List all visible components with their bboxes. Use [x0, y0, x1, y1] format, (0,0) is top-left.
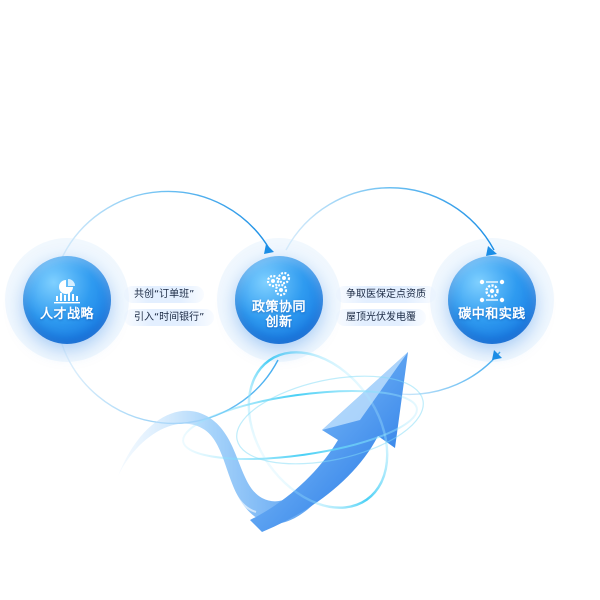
tag-order-class: 共创“订单班” [124, 286, 205, 303]
node-label-line2: 创新 [265, 314, 293, 330]
node-label: 碳中和实践 [458, 307, 526, 322]
halo-ring [182, 390, 418, 460]
node-carbon-neutral: 碳中和实践 [448, 256, 536, 344]
tag-rooftop-solar: 屋顶光伏发电覆 [336, 309, 426, 326]
tag-medical-insurance: 争取医保定点资质 [336, 286, 436, 303]
node-label-line1: 政策协同 [251, 299, 306, 315]
arrowhead-icon [486, 246, 497, 256]
node-label: 人才战略 [39, 307, 94, 322]
ribbon [118, 410, 345, 524]
arrowhead-icon [492, 350, 502, 360]
right-ring-top-arc [285, 187, 495, 251]
halo-ring [236, 375, 424, 465]
ribbon-highlight [149, 445, 257, 513]
gears-icon [266, 271, 291, 296]
tag-time-bank: 引入“时间银行” [124, 309, 215, 326]
left-ring-top-arc [59, 190, 271, 263]
node-talent-strategy: 人才战略 [23, 256, 111, 344]
halo-ring [247, 351, 389, 509]
gear-cycle-icon [479, 279, 505, 303]
arrowhead-icon [264, 244, 274, 254]
chart-icon [54, 279, 80, 304]
node-policy-innovation: 政策协同 创新 [235, 256, 323, 344]
